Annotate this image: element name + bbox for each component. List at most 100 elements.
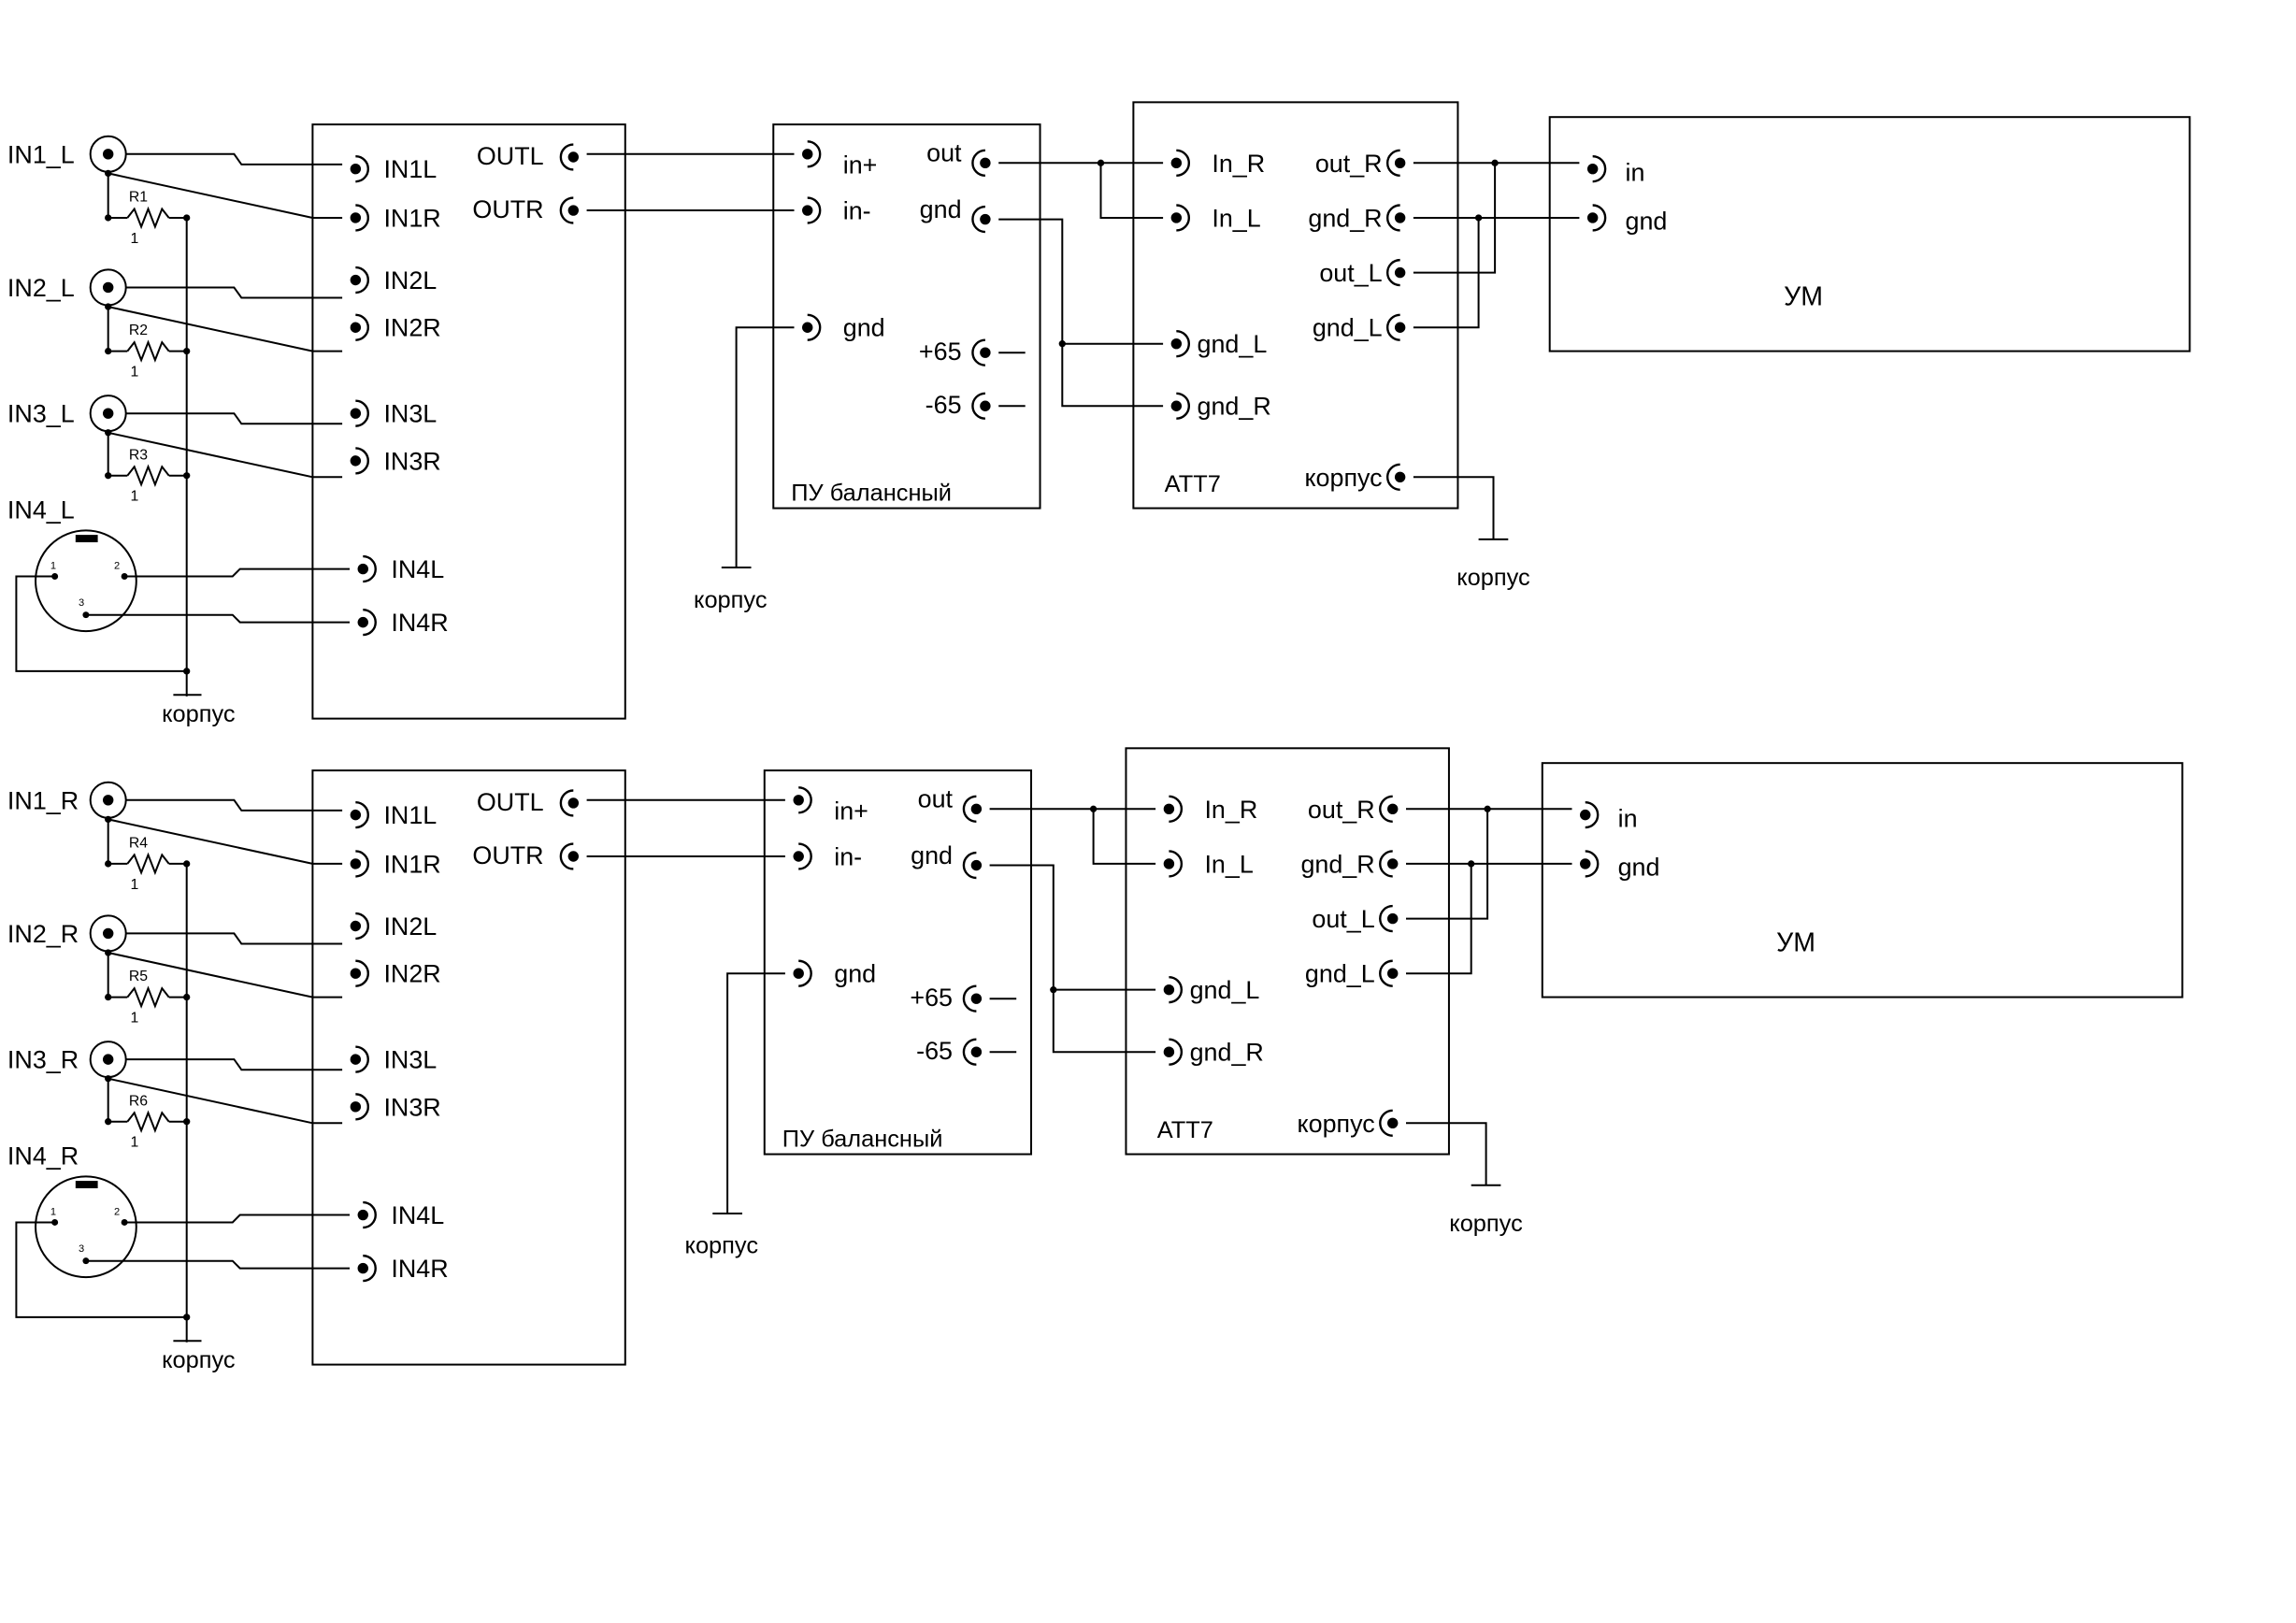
cross-wire [108, 818, 313, 865]
jack-shell [1176, 204, 1190, 232]
cross-wire [108, 1077, 313, 1125]
jack-shell [355, 959, 369, 987]
attenuator-box [1132, 101, 1459, 510]
attenuator-out-1: gnd_R [1308, 204, 1382, 232]
jack-shell [807, 196, 822, 224]
jack-shell [1386, 204, 1400, 232]
jack-shell [355, 912, 369, 941]
jack-pin [350, 809, 362, 821]
signal-wire [125, 412, 343, 425]
attenuator-in-2: gnd_L [1198, 330, 1268, 358]
jack-pin [357, 1262, 368, 1274]
jack-connector [1170, 330, 1190, 358]
jack-pin [802, 322, 813, 333]
jack-pin [970, 803, 983, 815]
selector-box [311, 769, 626, 1366]
jack-pin [1586, 163, 1599, 175]
attenuator-out-4: корпус [1304, 464, 1382, 492]
jack-pin [793, 968, 804, 979]
jack-pin [1170, 338, 1183, 350]
selector-input-IN2L: IN2L [383, 266, 437, 294]
attenuator-out-1: gnd_R [1300, 850, 1374, 878]
jack-pin [802, 149, 813, 160]
preamp-box [772, 123, 1041, 510]
preamp-title: ПУ балансный [782, 1127, 943, 1153]
preamp-in-2: gnd [843, 314, 885, 342]
jack-shell [363, 554, 377, 583]
preamp-out-2: +65 [919, 338, 962, 366]
jack-pin [1163, 984, 1175, 996]
jack-connector [350, 204, 369, 232]
attenuator-L: ATT7In_RIn_Lgnd_Lgnd_Rout_Rgnd_Rout_Lgnd… [1132, 101, 1530, 591]
junction-dot [51, 1218, 59, 1226]
jack-pin [1387, 1117, 1399, 1128]
jack-pin [567, 851, 580, 862]
jack-connector [357, 608, 377, 637]
jack-shell [807, 313, 822, 341]
jack-pin [1394, 212, 1406, 223]
jack-pin [350, 322, 362, 333]
selector-input-IN1L: IN1L [383, 801, 437, 829]
junction-dot [105, 1075, 112, 1083]
preamp-in-1: in- [834, 843, 862, 871]
jack-connector [1170, 204, 1190, 232]
ground-wire [726, 972, 785, 1214]
jack-pin [980, 347, 991, 358]
selector-input-IN4R: IN4R [391, 609, 448, 637]
jack-connector [357, 1200, 377, 1229]
signal-wire [1099, 163, 1164, 219]
jack-pin [357, 1209, 368, 1221]
jack-pin [1170, 400, 1183, 411]
jack-connector [350, 447, 370, 475]
jack-connector [971, 149, 991, 177]
signal-wire [125, 1058, 343, 1071]
jack-connector [802, 140, 822, 168]
ground-label: корпус [162, 701, 236, 727]
jack-shell [1379, 795, 1393, 823]
selector-input-IN3L: IN3L [383, 1046, 437, 1074]
preamp-box [763, 769, 1033, 1156]
signal-wire [125, 932, 343, 945]
junction-dot [183, 668, 191, 675]
jack-shell [1385, 258, 1400, 287]
jack-pin [1387, 803, 1399, 815]
rca-pin [102, 1054, 114, 1065]
jack-connector [559, 143, 580, 171]
ground-label: корпус [685, 1233, 759, 1259]
jack-connector [962, 851, 983, 880]
jack-pin [1394, 322, 1406, 333]
jack-shell [798, 959, 812, 987]
input-label: IN2_R [7, 920, 79, 948]
xlr-pin-label: 2 [114, 561, 120, 572]
jack-shell [1169, 850, 1183, 878]
signal-wire [1406, 809, 1489, 920]
resistor-symbol [126, 1110, 170, 1133]
junction-dot [105, 949, 112, 956]
amp-in-1: gnd [1618, 854, 1660, 882]
attenuator-R: ATT7In_RIn_Lgnd_Lgnd_Rout_Rgnd_Rout_Lgnd… [1125, 747, 1523, 1237]
resistor-value: 1 [130, 1135, 138, 1151]
resistor-zigzag [126, 1110, 170, 1133]
preamp-in-1: in- [843, 197, 871, 225]
signal-wire [124, 1214, 350, 1224]
jack-shell [559, 789, 574, 817]
jack-connector [350, 313, 370, 341]
junction-dot [105, 429, 112, 437]
jack-pin [1586, 212, 1599, 223]
jack-shell [962, 851, 977, 880]
rca-pin [102, 281, 114, 294]
ground-label: корпус [1449, 1211, 1523, 1237]
resistor-label: R2 [129, 323, 148, 338]
selector-input-IN1R: IN1R [383, 204, 440, 232]
jack-shell [807, 140, 822, 168]
jack-connector [1163, 975, 1183, 1004]
jack-connector [350, 912, 369, 941]
jack-pin [1170, 212, 1183, 223]
attenuator-out-2: out_L [1312, 905, 1374, 933]
preamp-out-1: gnd [920, 195, 962, 223]
